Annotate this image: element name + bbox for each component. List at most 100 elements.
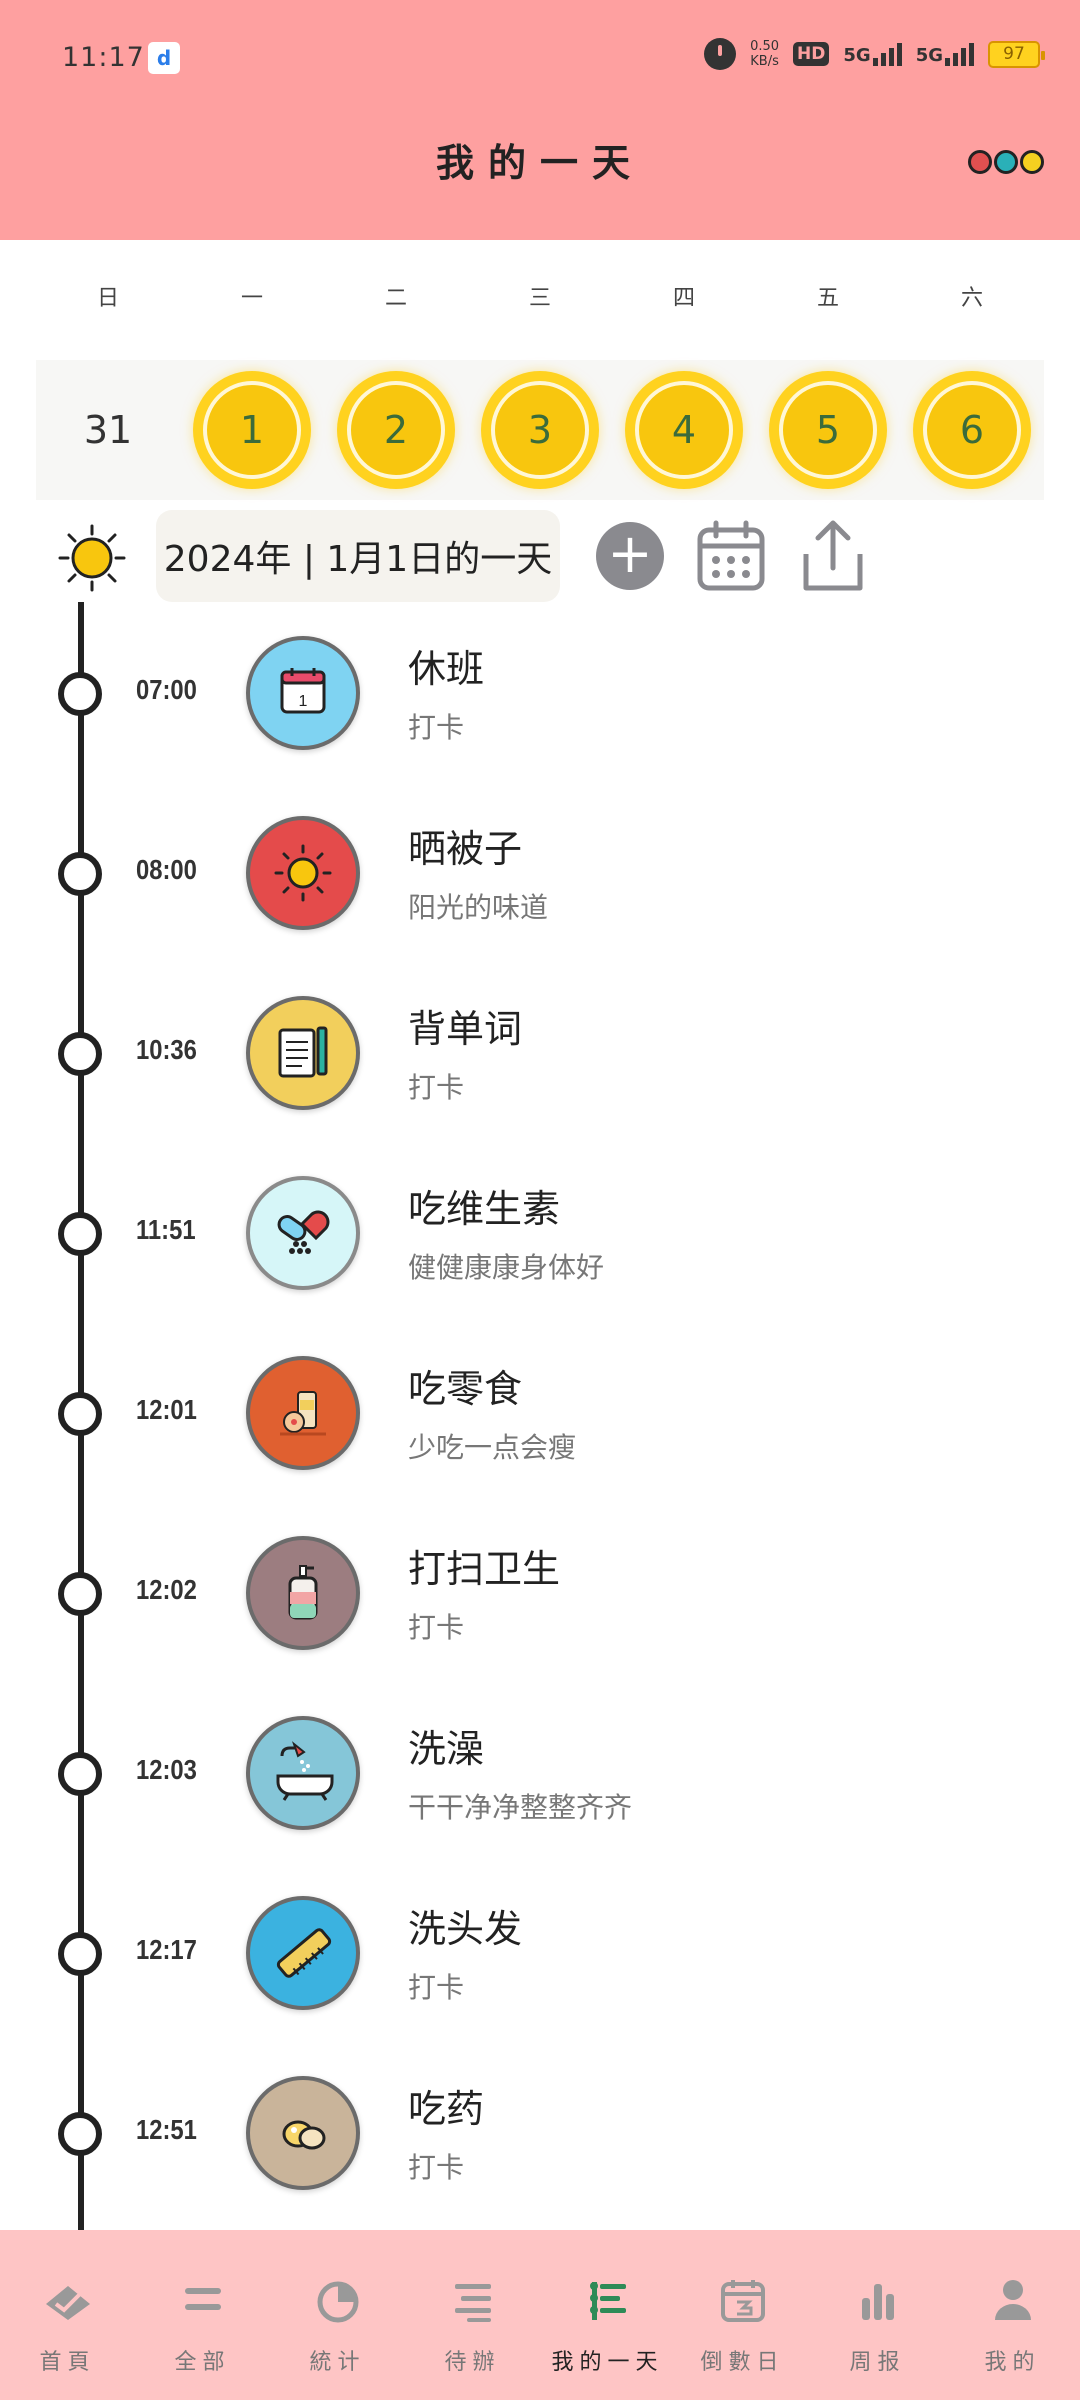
theme-dot-red [968, 150, 992, 174]
notebook-pen-icon [246, 996, 360, 1110]
timeline-item[interactable]: 11:51 吃维生素 健健康康身体好 [0, 1142, 1080, 1322]
item-subtitle: 打卡 [408, 1611, 465, 1644]
timeline-node [58, 1752, 102, 1796]
timeline-node [58, 1212, 102, 1256]
nav-label: 全部 [174, 2350, 231, 2375]
nav-label: 我的一天 [551, 2350, 664, 2375]
week-date-strip: 31 1 2 3 4 5 6 [36, 360, 1044, 500]
timeline-item[interactable]: 08:00 晒被子 阳光的味道 [0, 782, 1080, 962]
nav-item-stats[interactable]: 統计 [270, 2230, 405, 2400]
home-check-icon [45, 2286, 90, 2320]
theme-dot-teal [994, 150, 1018, 174]
bar-chart-icon [861, 2284, 894, 2320]
app-notification-icon: d [148, 42, 180, 74]
battery-icon: 97 [988, 40, 1045, 68]
timeline-item[interactable]: 12:02 打扫卫生 打卡 [0, 1502, 1080, 1682]
weekday-label: 一 [240, 286, 263, 311]
date-number: 2 [347, 381, 445, 479]
timeline-node [58, 2112, 102, 2156]
item-name: 洗澡 [408, 1727, 485, 1771]
timeline-item[interactable]: 12:51 吃药 打卡 [0, 2042, 1080, 2222]
share-icon[interactable] [800, 518, 866, 594]
date-cell[interactable]: 5 [756, 374, 900, 486]
nav-item-countdown[interactable]: 倒數日 [675, 2230, 810, 2400]
medicine-icon [246, 2076, 360, 2190]
network-type-label: 5G [915, 45, 943, 66]
date-highlight-circle: 1 [196, 374, 308, 486]
date-cell[interactable]: 1 [180, 374, 324, 486]
item-time: 07:00 [136, 674, 197, 705]
weekday-label: 二 [384, 286, 407, 311]
item-time: 12:17 [136, 1934, 197, 1965]
nav-item-my-day[interactable]: 我的一天 [540, 2230, 675, 2400]
signal-bars-icon [872, 42, 902, 66]
timeline-node [58, 672, 102, 716]
header-bar: 11:17 d 0.50 KB/s HD 5G 5G 97 我的一天 [0, 0, 1080, 240]
timeline-item[interactable]: 10:36 背单词 打卡 [0, 962, 1080, 1142]
weekday-label: 三 [528, 286, 551, 311]
item-name: 背单词 [408, 1007, 523, 1051]
date-highlight-circle: 3 [484, 374, 596, 486]
pie-chart-icon [317, 2281, 358, 2323]
date-cell[interactable]: 2 [324, 374, 468, 486]
timeline-item[interactable]: 12:01 吃零食 少吃一点会瘦 [0, 1322, 1080, 1502]
date-cell[interactable]: 4 [612, 374, 756, 486]
item-time: 12:01 [136, 1394, 197, 1425]
signal-sim1: 5G [843, 42, 902, 66]
date-highlight-circle: 4 [628, 374, 740, 486]
nav-item-weekly[interactable]: 周报 [810, 2230, 945, 2400]
date-highlight-circle: 6 [916, 374, 1028, 486]
item-name: 吃药 [408, 2087, 485, 2131]
item-subtitle: 打卡 [408, 1971, 465, 2004]
signal-bars-icon [945, 42, 974, 66]
weekday-label: 日 [96, 286, 119, 311]
item-subtitle: 少吃一点会瘦 [408, 1431, 577, 1464]
nav-item-me[interactable]: 我的 [945, 2230, 1080, 2400]
nav-label: 統计 [309, 2350, 366, 2375]
timeline-item[interactable]: 12:03 洗澡 干干净净整整齐齐 [0, 1682, 1080, 1862]
calendar-icon[interactable] [696, 520, 766, 592]
day-timeline: 07:00 1 休班 打卡 08:00 晒被子 阳光的味道 10:36 背单词 … [0, 602, 1080, 2230]
nav-item-all[interactable]: 全部 [135, 2230, 270, 2400]
comb-icon [246, 1896, 360, 2010]
weekday-label: 四 [672, 286, 695, 311]
nav-label: 首頁 [39, 2350, 96, 2375]
svg-text:1: 1 [299, 693, 308, 710]
net-speed-unit: KB/s [750, 54, 779, 69]
item-time: 11:51 [136, 1214, 196, 1245]
weekday-label: 五 [816, 286, 839, 311]
alarm-icon [704, 38, 737, 70]
net-speed: 0.50 KB/s [750, 39, 779, 69]
date-number: 6 [923, 381, 1021, 479]
date-bar: 2024年 | 1月1日的一天 + [0, 510, 1080, 602]
item-name: 休班 [408, 647, 485, 691]
date-number: 4 [635, 381, 733, 479]
date-cell[interactable]: 31 [36, 408, 180, 452]
timeline-node [58, 1392, 102, 1436]
date-number: 3 [491, 381, 589, 479]
nav-item-todo[interactable]: 待辦 [405, 2230, 540, 2400]
timeline-item[interactable]: 12:17 洗头发 打卡 [0, 1862, 1080, 2042]
nav-item-home[interactable]: 首頁 [0, 2230, 135, 2400]
add-button[interactable]: + [596, 522, 664, 590]
timeline-item[interactable]: 07:00 1 休班 打卡 [0, 602, 1080, 782]
theme-dots-button[interactable] [968, 150, 1044, 174]
date-highlight-circle: 2 [340, 374, 452, 486]
date-cell[interactable]: 3 [468, 374, 612, 486]
item-subtitle: 健健康康身体好 [408, 1251, 605, 1284]
item-subtitle: 打卡 [408, 711, 465, 744]
item-time: 12:03 [136, 1754, 197, 1785]
item-time: 12:02 [136, 1574, 197, 1605]
list-all-icon [184, 2288, 221, 2310]
current-date-label[interactable]: 2024年 | 1月1日的一天 [156, 510, 560, 602]
date-number: 1 [203, 381, 301, 479]
timeline-list-icon [589, 2282, 626, 2320]
nav-label: 待辦 [444, 2350, 501, 2375]
date-cell[interactable]: 6 [900, 374, 1044, 486]
date-number: 31 [83, 408, 133, 452]
timeline-node [58, 1572, 102, 1616]
weekday-header: 日 一 二 三 四 五 六 [36, 280, 1044, 312]
status-time: 11:17 [62, 42, 145, 73]
item-subtitle: 干干净净整整齐齐 [408, 1791, 633, 1824]
item-subtitle: 打卡 [408, 2151, 465, 2184]
